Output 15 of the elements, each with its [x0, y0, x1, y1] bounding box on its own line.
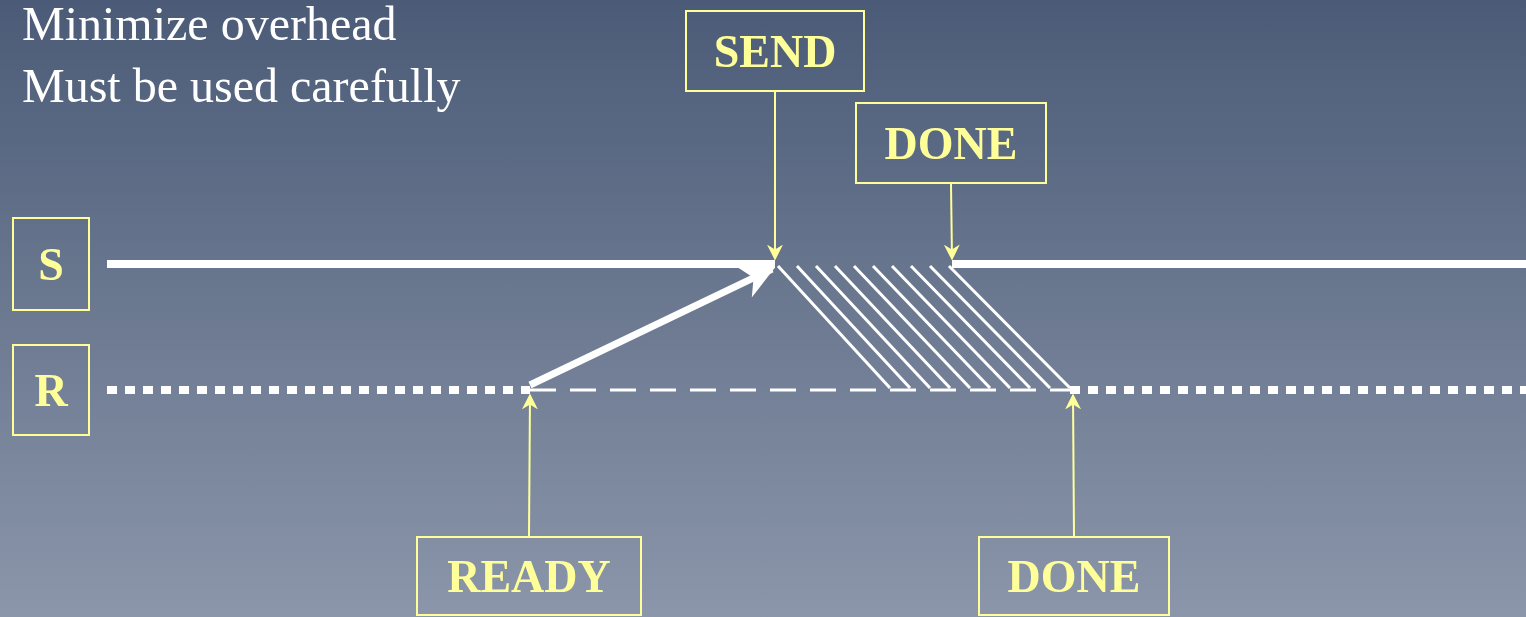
event-label: DONE	[978, 536, 1170, 616]
bullet-text: Must be used carefully	[22, 58, 461, 113]
timeline	[107, 259, 1526, 269]
leader-arrow	[521, 393, 538, 537]
arrow	[528, 265, 776, 389]
leader-arrow	[1065, 393, 1082, 537]
leader-arrow	[767, 91, 783, 261]
timeline	[107, 385, 1526, 395]
bullet-text: Minimize overhead	[22, 0, 397, 51]
event-label: SEND	[685, 10, 865, 92]
leader-arrow	[943, 183, 960, 261]
event-label: READY	[416, 536, 642, 616]
lane-label: S	[12, 217, 90, 311]
lane-label: R	[12, 344, 90, 436]
event-label: DONE	[855, 102, 1047, 184]
